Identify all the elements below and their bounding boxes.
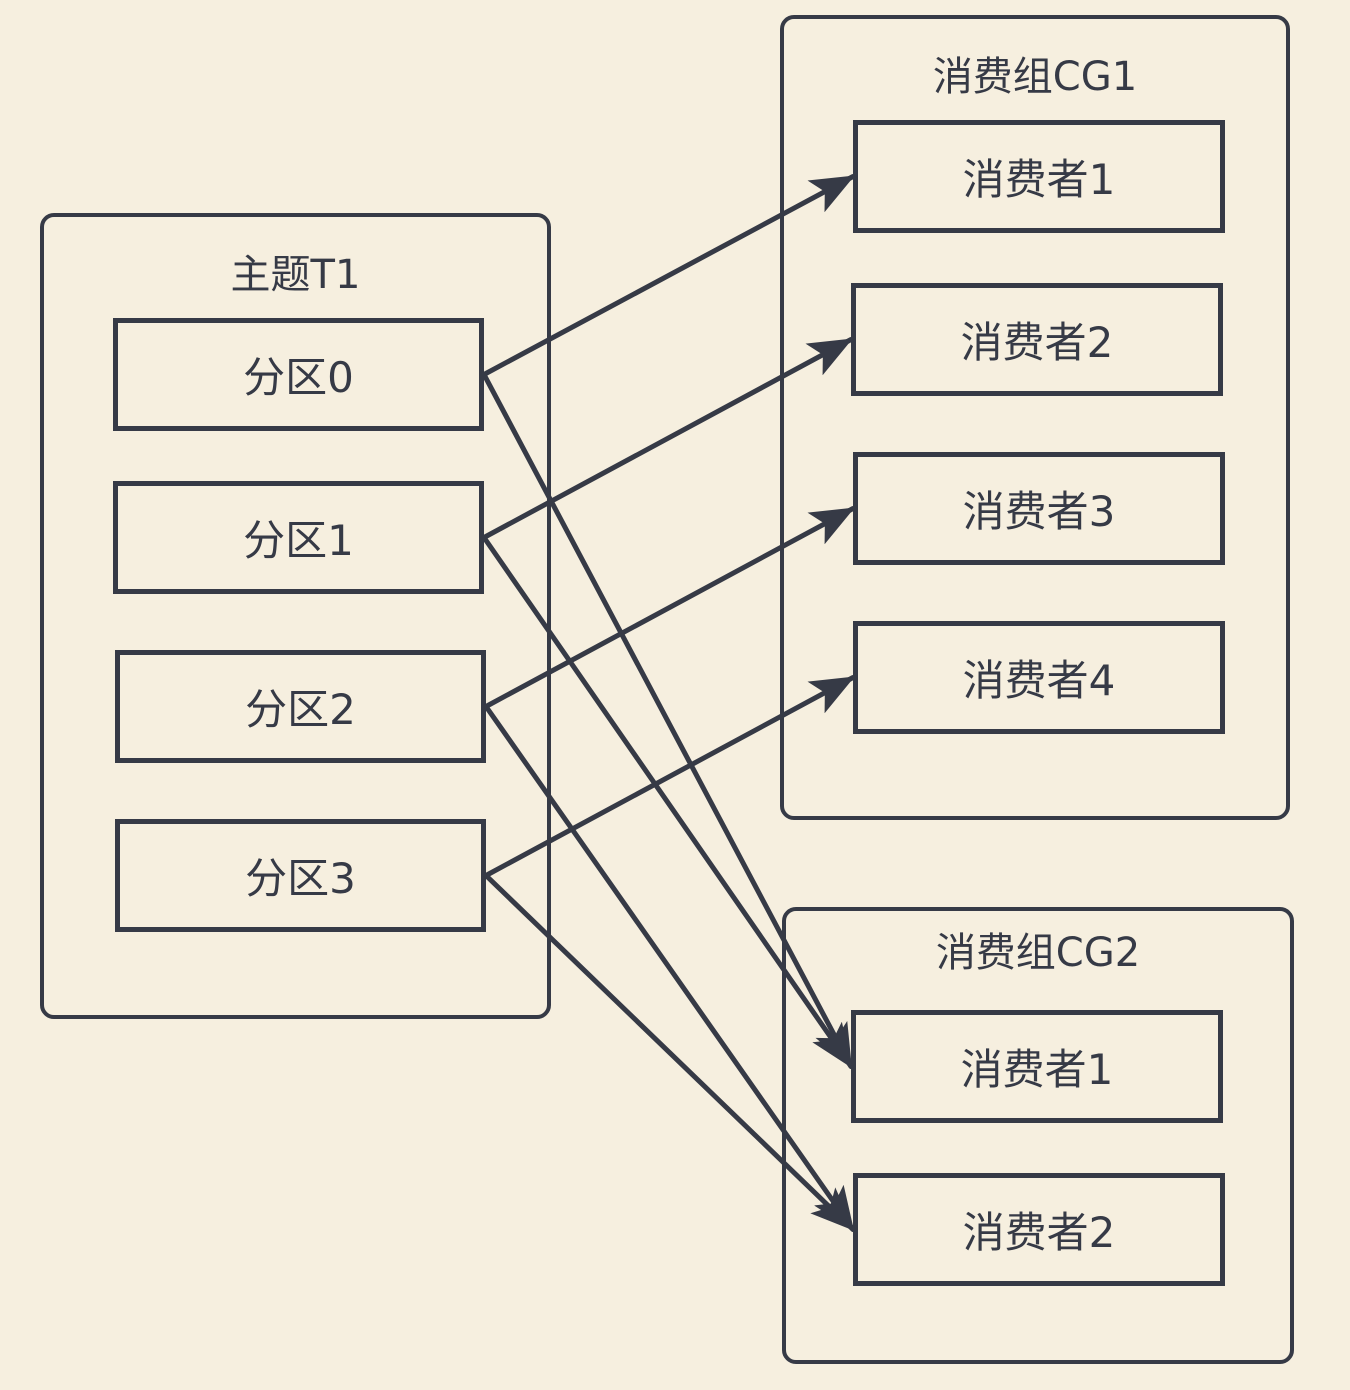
- consumer-group-cg2: 消费组CG2: [782, 907, 1294, 1364]
- topic-title: 主题T1: [230, 252, 361, 298]
- cg2-title: 消费组CG2: [935, 930, 1141, 976]
- partition-0-node: 分区0: [113, 318, 484, 431]
- cg1-consumer-4-node: 消费者4: [853, 621, 1225, 734]
- partition-3-node: 分区3: [115, 819, 486, 932]
- cg2-consumer-1-node: 消费者1: [851, 1010, 1223, 1123]
- cg1-title: 消费组CG1: [932, 54, 1138, 100]
- cg1-consumer-1-node: 消费者1: [853, 120, 1225, 233]
- cg1-consumer-2-node: 消费者2: [851, 283, 1223, 396]
- partition-2-node: 分区2: [115, 650, 486, 763]
- cg1-consumer-3-node: 消费者3: [853, 452, 1225, 565]
- cg2-consumer-2-node: 消费者2: [853, 1173, 1225, 1286]
- partition-1-node: 分区1: [113, 481, 484, 594]
